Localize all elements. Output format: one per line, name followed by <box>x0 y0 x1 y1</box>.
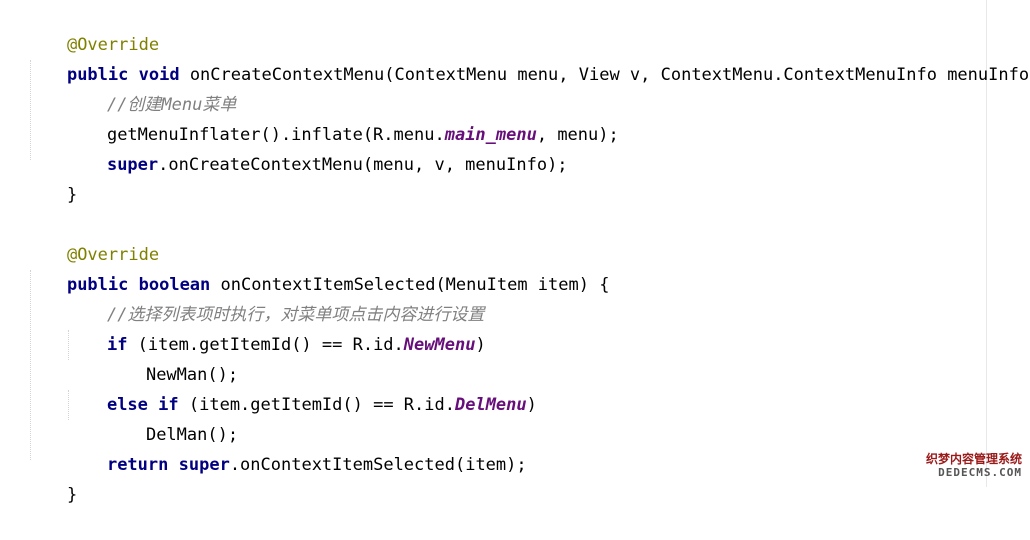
static-field: NewMenu <box>403 335 476 355</box>
code-line[interactable]: } <box>26 450 77 505</box>
method-signature: onContextItemSelected(MenuItem item) { <box>210 275 610 295</box>
watermark-logo: 织梦内容管理系统 DEDECMS.COM <box>922 452 1022 479</box>
keyword: super <box>178 455 230 475</box>
annotation: @Override <box>66 245 160 265</box>
code-text: ) <box>526 395 537 415</box>
watermark-text: 织梦内容管理系统 <box>925 452 1022 466</box>
code-text: DelMan(); <box>145 425 239 445</box>
code-text: NewMan(); <box>145 365 239 385</box>
keyword: boolean <box>138 275 211 295</box>
code-line[interactable]: public boolean onContextItemSelected(Men… <box>26 240 610 295</box>
annotation: @Override <box>66 35 160 55</box>
indent-guide <box>68 330 69 360</box>
code-text: getMenuInflater().inflate(R.menu. <box>106 125 445 145</box>
keyword: return <box>106 455 169 475</box>
code-line[interactable]: getMenuInflater().inflate(R.menu.main_me… <box>66 90 619 145</box>
code-line[interactable]: //创建Menu菜单 <box>66 60 236 115</box>
keyword: void <box>138 65 180 85</box>
code-line[interactable]: DelMan(); <box>105 390 238 445</box>
code-text: ) <box>475 335 486 355</box>
code-line[interactable]: @Override <box>26 0 159 55</box>
method-signature: onCreateContextMenu(ContextMenu menu, Vi… <box>179 65 1030 85</box>
code-line[interactable]: if (item.getItemId() == R.id.NewMenu) <box>66 300 486 355</box>
code-line[interactable]: NewMan(); <box>105 330 238 385</box>
keyword: super <box>106 155 159 175</box>
code-text: (item.getItemId() == R.id. <box>127 335 404 355</box>
code-line[interactable]: return super.onContextItemSelected(item)… <box>66 420 527 475</box>
right-margin-guide <box>986 0 987 487</box>
code-line[interactable]: @Override <box>26 210 159 265</box>
keyword: public <box>66 275 129 295</box>
comment: //创建Menu菜单 <box>106 95 237 115</box>
keyword: public <box>66 65 129 85</box>
code-line[interactable]: public void onCreateContextMenu(ContextM… <box>26 30 1030 85</box>
code-line[interactable]: else if (item.getItemId() == R.id.DelMen… <box>66 360 537 415</box>
code-text: .onCreateContextMenu(menu, v, menuInfo); <box>158 155 568 175</box>
closing-brace: } <box>66 185 78 205</box>
static-field: main_menu <box>444 125 537 145</box>
indent-guide <box>30 270 31 460</box>
keyword: if <box>106 335 128 355</box>
indent-guide <box>30 60 31 160</box>
comment: //选择列表项时执行，对菜单项点击内容进行设置 <box>106 305 485 325</box>
static-field: DelMenu <box>454 395 527 415</box>
code-text: , menu); <box>536 125 619 145</box>
code-text: (item.getItemId() == R.id. <box>178 395 455 415</box>
code-line[interactable]: super.onCreateContextMenu(menu, v, menuI… <box>66 120 568 175</box>
keyword: else <box>106 395 148 415</box>
keyword: if <box>158 395 179 415</box>
closing-brace: } <box>66 485 78 505</box>
watermark-domain: DEDECMS.COM <box>938 466 1022 479</box>
code-line[interactable]: } <box>26 150 77 205</box>
code-editor[interactable]: @Override public void onCreateContextMen… <box>0 0 1030 505</box>
indent-guide <box>68 390 69 420</box>
code-line[interactable]: //选择列表项时执行，对菜单项点击内容进行设置 <box>66 270 484 325</box>
code-text: .onContextItemSelected(item); <box>229 455 527 475</box>
